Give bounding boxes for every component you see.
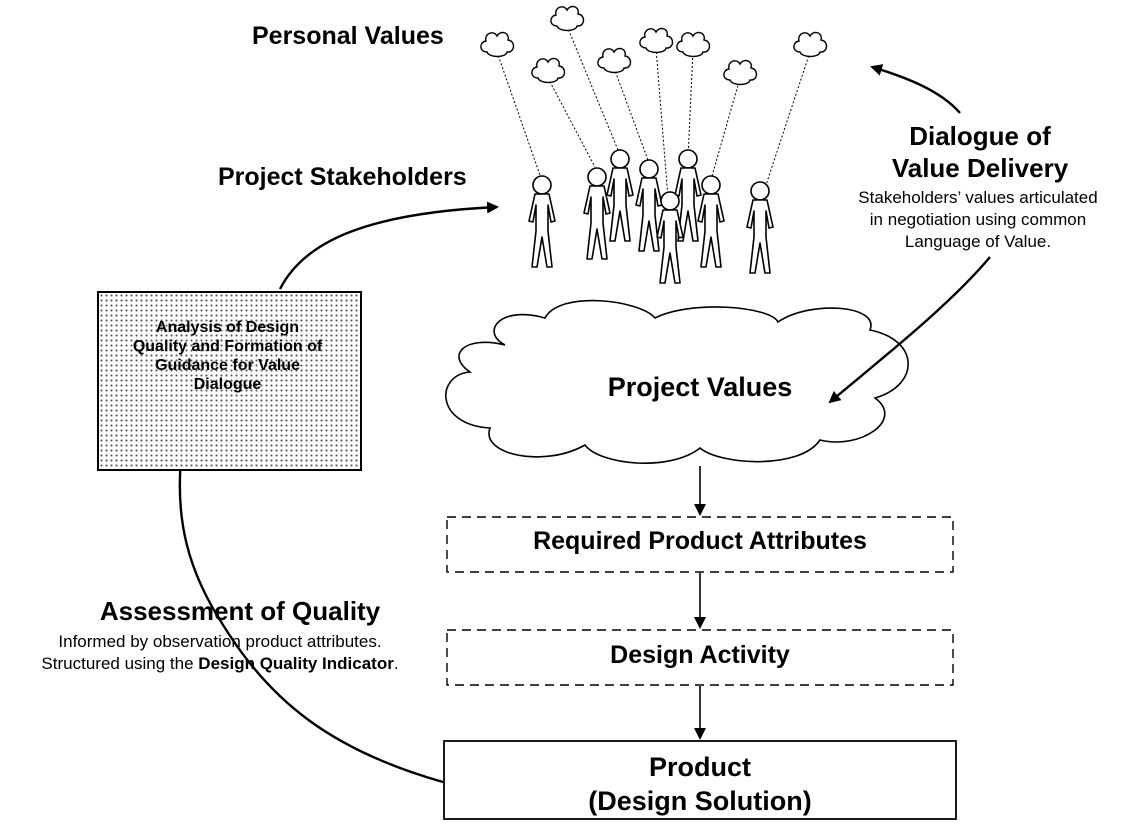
stakeholder-icon bbox=[697, 175, 725, 268]
stakeholder-figures bbox=[528, 149, 774, 284]
value-cloud-icon bbox=[793, 31, 828, 58]
dialogue-description: Stakeholders’ values articulated in nego… bbox=[828, 187, 1128, 253]
arrow-dialogue-to-project-values bbox=[828, 256, 991, 404]
stakeholder-icon bbox=[606, 149, 634, 242]
assessment-desc-line: Informed by observation product attribut… bbox=[58, 632, 382, 651]
analysis-line: Guidance for Value bbox=[155, 357, 300, 374]
assessment-description: Informed by observation product attribut… bbox=[0, 631, 440, 675]
value-cloud-icon bbox=[480, 31, 515, 58]
value-cloud-icon bbox=[597, 47, 632, 74]
product-box bbox=[443, 740, 957, 820]
stakeholder-icon bbox=[583, 167, 611, 260]
analysis-line: Quality and Formation of bbox=[132, 338, 323, 355]
required-product-attributes-label: Required Product Attributes bbox=[533, 527, 867, 555]
project-values-label: Project Values bbox=[607, 372, 793, 402]
personal-values-label: Personal Values bbox=[252, 22, 444, 50]
product-label: Product (Design Solution) bbox=[445, 750, 955, 818]
design-activity-box bbox=[446, 629, 954, 686]
design-quality-indicator-term: Design Quality Indicator bbox=[198, 654, 394, 673]
analysis-line: Analysis of Design bbox=[155, 319, 300, 336]
value-cloud-icon bbox=[531, 57, 566, 84]
analysis-box bbox=[97, 291, 362, 471]
value-cloud-icon bbox=[723, 59, 758, 86]
value-cloud-icon bbox=[676, 31, 711, 58]
dialogue-desc-line: Language of Value. bbox=[904, 232, 1052, 251]
stakeholder-icon bbox=[746, 181, 774, 274]
assessment-desc-prefix: Structured using the bbox=[41, 654, 199, 673]
arrow-product-to-analysis bbox=[175, 440, 444, 784]
arrow-analysis-to-stakeholders bbox=[278, 201, 499, 290]
product-line: (Design Solution) bbox=[588, 786, 812, 816]
value-cloud-icon bbox=[639, 27, 674, 54]
value-strings bbox=[496, 25, 811, 199]
dialogue-title: Dialogue of Value Delivery bbox=[880, 120, 1080, 184]
dialogue-desc-line: Stakeholders’ values articulated bbox=[858, 188, 1098, 207]
required-attributes-box bbox=[446, 516, 954, 573]
product-line: Product bbox=[648, 752, 751, 782]
personal-value-clouds bbox=[480, 5, 828, 86]
value-cloud-icon bbox=[550, 5, 585, 32]
analysis-line: Dialogue bbox=[193, 376, 262, 393]
dialogue-title-line: Value Delivery bbox=[891, 153, 1069, 183]
project-stakeholders-label: Project Stakeholders bbox=[218, 163, 467, 191]
assessment-desc-line: Structured using the Design Quality Indi… bbox=[0, 653, 440, 675]
arrow-dialogue-to-personal-values bbox=[870, 64, 961, 114]
dialogue-title-line: Dialogue of bbox=[909, 121, 1051, 151]
analysis-box-text: Analysis of Design Quality and Formation… bbox=[110, 318, 345, 394]
project-values-cloud bbox=[445, 299, 909, 464]
stakeholder-icon bbox=[528, 175, 556, 268]
assessment-title: Assessment of Quality bbox=[99, 596, 381, 626]
design-activity-label: Design Activity bbox=[610, 641, 790, 669]
dialogue-desc-line: in negotiation using common bbox=[869, 210, 1087, 229]
assessment-desc-suffix: . bbox=[393, 654, 399, 673]
